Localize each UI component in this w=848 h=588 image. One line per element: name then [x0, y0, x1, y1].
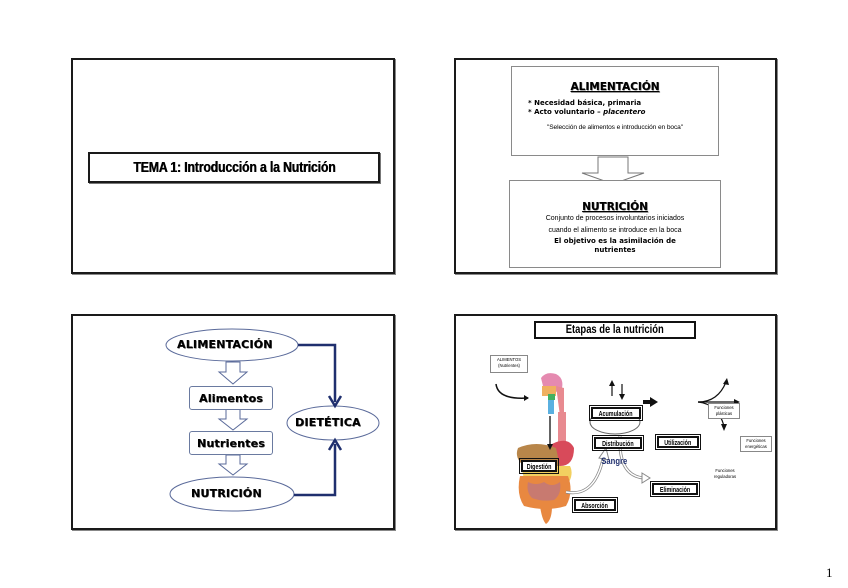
digestive-diagram — [495, 373, 740, 524]
bullet-item: * Necesidad básica, primaria — [528, 99, 642, 107]
digestive-system-illustration — [516, 373, 574, 524]
alimentacion-node: ALIMENTACIÓN — [177, 338, 273, 351]
funciones-energeticas-box: Funciones energéticas — [740, 436, 772, 452]
hollow-arrow-icon — [217, 454, 249, 476]
alimentacion-quote: "Selección de alimentos e introducción e… — [547, 124, 683, 131]
flow-arrow — [495, 383, 529, 399]
absorcion-stage: Absorción — [572, 497, 618, 513]
nutricion-box: NUTRICIÓN Conjunto de procesos involunta… — [509, 180, 721, 268]
bullet-item: * Acto voluntario – placentero — [528, 108, 646, 116]
nutricion-node: NUTRICIÓN — [191, 487, 262, 500]
funciones-plasticas-box: Funciones plásticas — [708, 403, 740, 419]
arrowhead-icon — [327, 437, 343, 451]
connector-line — [298, 343, 337, 402]
alimentos-input-box: ALIMENTOS (Nutrientes) — [490, 355, 528, 373]
nutrientes-node: Nutrientes — [189, 431, 273, 455]
connector-line — [294, 444, 337, 497]
slide-title: TEMA 1: Introducción a la Nutrición — [132, 159, 336, 176]
slide-4-title: Etapas de la nutrición — [534, 321, 696, 339]
nutricion-line: cuando el alimento se introduce en la bo… — [548, 227, 682, 234]
distribucion-stage: Distribución — [592, 435, 644, 451]
hollow-arrow-icon — [217, 361, 249, 385]
arrowhead-icon — [723, 378, 729, 385]
arrowhead-icon — [650, 397, 658, 407]
nutricion-objective: nutrientes — [594, 245, 636, 254]
sangre-label: Sangre — [601, 456, 628, 466]
absorcion-arrow — [565, 453, 605, 494]
title-box: TEMA 1: Introducción a la Nutrición — [88, 152, 380, 183]
arrowhead-icon — [524, 395, 529, 401]
nutricion-line: Conjunto de procesos involuntarios inici… — [545, 215, 685, 222]
slide-3-concept-diagram: ALIMENTACIÓN Alimentos Nutrientes NUTRIC… — [71, 314, 395, 530]
emphasis: placentero — [603, 108, 646, 116]
arrowhead-icon — [609, 380, 625, 400]
dietetica-ellipse — [286, 405, 380, 441]
digestion-stage: Digestión — [519, 458, 559, 474]
funciones-reguladoras-label: Funciones reguladoras — [713, 468, 737, 479]
diagram-shapes — [165, 328, 380, 512]
eliminacion-stage: Eliminación — [650, 481, 700, 497]
arrowhead-icon — [327, 395, 343, 409]
page-number: 1 — [826, 565, 833, 580]
arrowhead-icon — [641, 472, 651, 484]
nutricion-heading: NUTRICIÓN — [582, 201, 648, 213]
bullet-list: * Necesidad básica, primaria * Acto volu… — [528, 99, 718, 117]
alimentacion-box: ALIMENTACIÓN * Necesidad básica, primari… — [511, 66, 719, 156]
hollow-arrow-icon — [217, 408, 249, 431]
arrowhead-icon — [721, 424, 727, 431]
down-arrow-icon — [581, 156, 645, 185]
nutricion-objective: El objetivo es la asimilación de — [554, 237, 676, 245]
arrowhead-icon — [598, 446, 610, 461]
slide-1-title: TEMA 1: Introducción a la Nutrición — [71, 58, 395, 274]
utilizacion-stage: Utilización — [655, 434, 701, 450]
dietetica-node: DIETÉTICA — [295, 416, 361, 429]
branch-line — [697, 381, 727, 403]
arrowhead-icon — [547, 444, 553, 450]
alimentos-node: Alimentos — [189, 386, 273, 410]
slide-2-alimentacion-nutricion: ALIMENTACIÓN * Necesidad básica, primari… — [454, 58, 777, 274]
alimentacion-heading: ALIMENTACIÓN — [570, 81, 660, 93]
acumulacion-stage: Acumulación — [589, 405, 643, 421]
slide-4-etapas-nutricion: Etapas de la nutrición — [454, 314, 777, 530]
